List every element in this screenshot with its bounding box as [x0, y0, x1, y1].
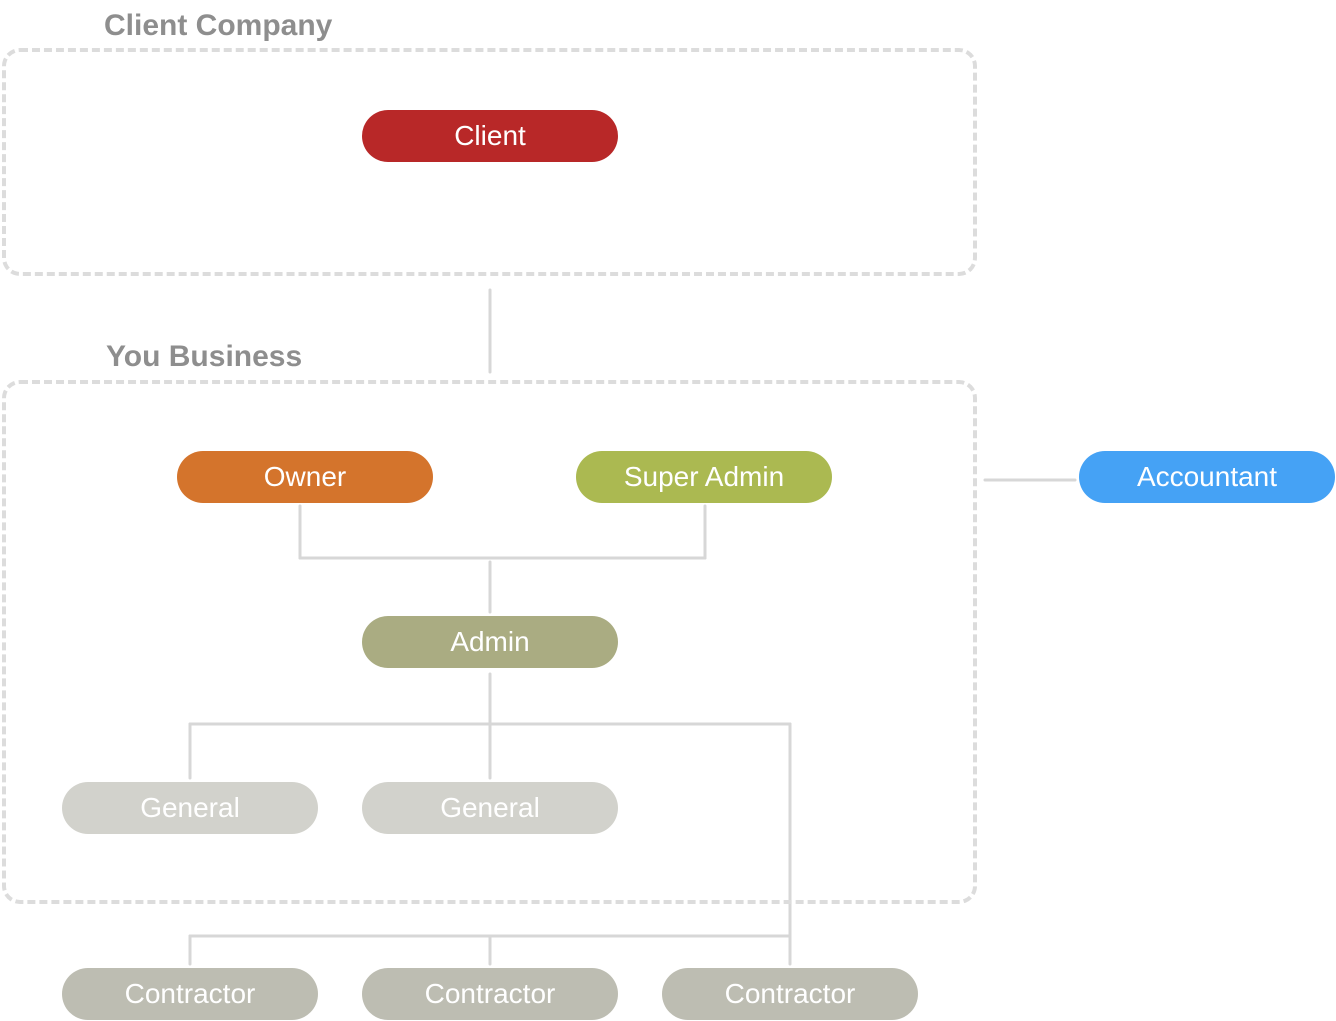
node-client-label: Client [454, 120, 526, 151]
node-super-admin[interactable]: Super Admin [576, 451, 832, 503]
node-general-1[interactable]: General [62, 782, 318, 834]
node-general-2-label: General [440, 792, 540, 823]
node-general-2[interactable]: General [362, 782, 618, 834]
group-box-client-company [2, 48, 977, 276]
node-super-admin-label: Super Admin [623, 461, 785, 492]
node-contractor-1[interactable]: Contractor [62, 968, 318, 1020]
node-contractor-2-label: Contractor [424, 978, 556, 1009]
node-contractor-1-label: Contractor [124, 978, 256, 1009]
node-contractor-2[interactable]: Contractor [362, 968, 618, 1020]
group-title-you-business: You Business [106, 340, 303, 373]
group-title-client-company: Client Company [104, 9, 333, 42]
node-accountant-label: Accountant [1136, 461, 1278, 492]
node-general-1-label: General [140, 792, 240, 823]
node-owner-label: Owner [263, 461, 347, 492]
node-owner[interactable]: Owner [177, 451, 433, 503]
node-client[interactable]: Client [362, 110, 618, 162]
node-accountant[interactable]: Accountant [1079, 451, 1335, 503]
group-box-you-business [2, 380, 977, 904]
node-contractor-3[interactable]: Contractor [662, 968, 918, 1020]
node-admin-label: Admin [450, 626, 530, 657]
node-contractor-3-label: Contractor [724, 978, 856, 1009]
node-admin[interactable]: Admin [362, 616, 618, 668]
